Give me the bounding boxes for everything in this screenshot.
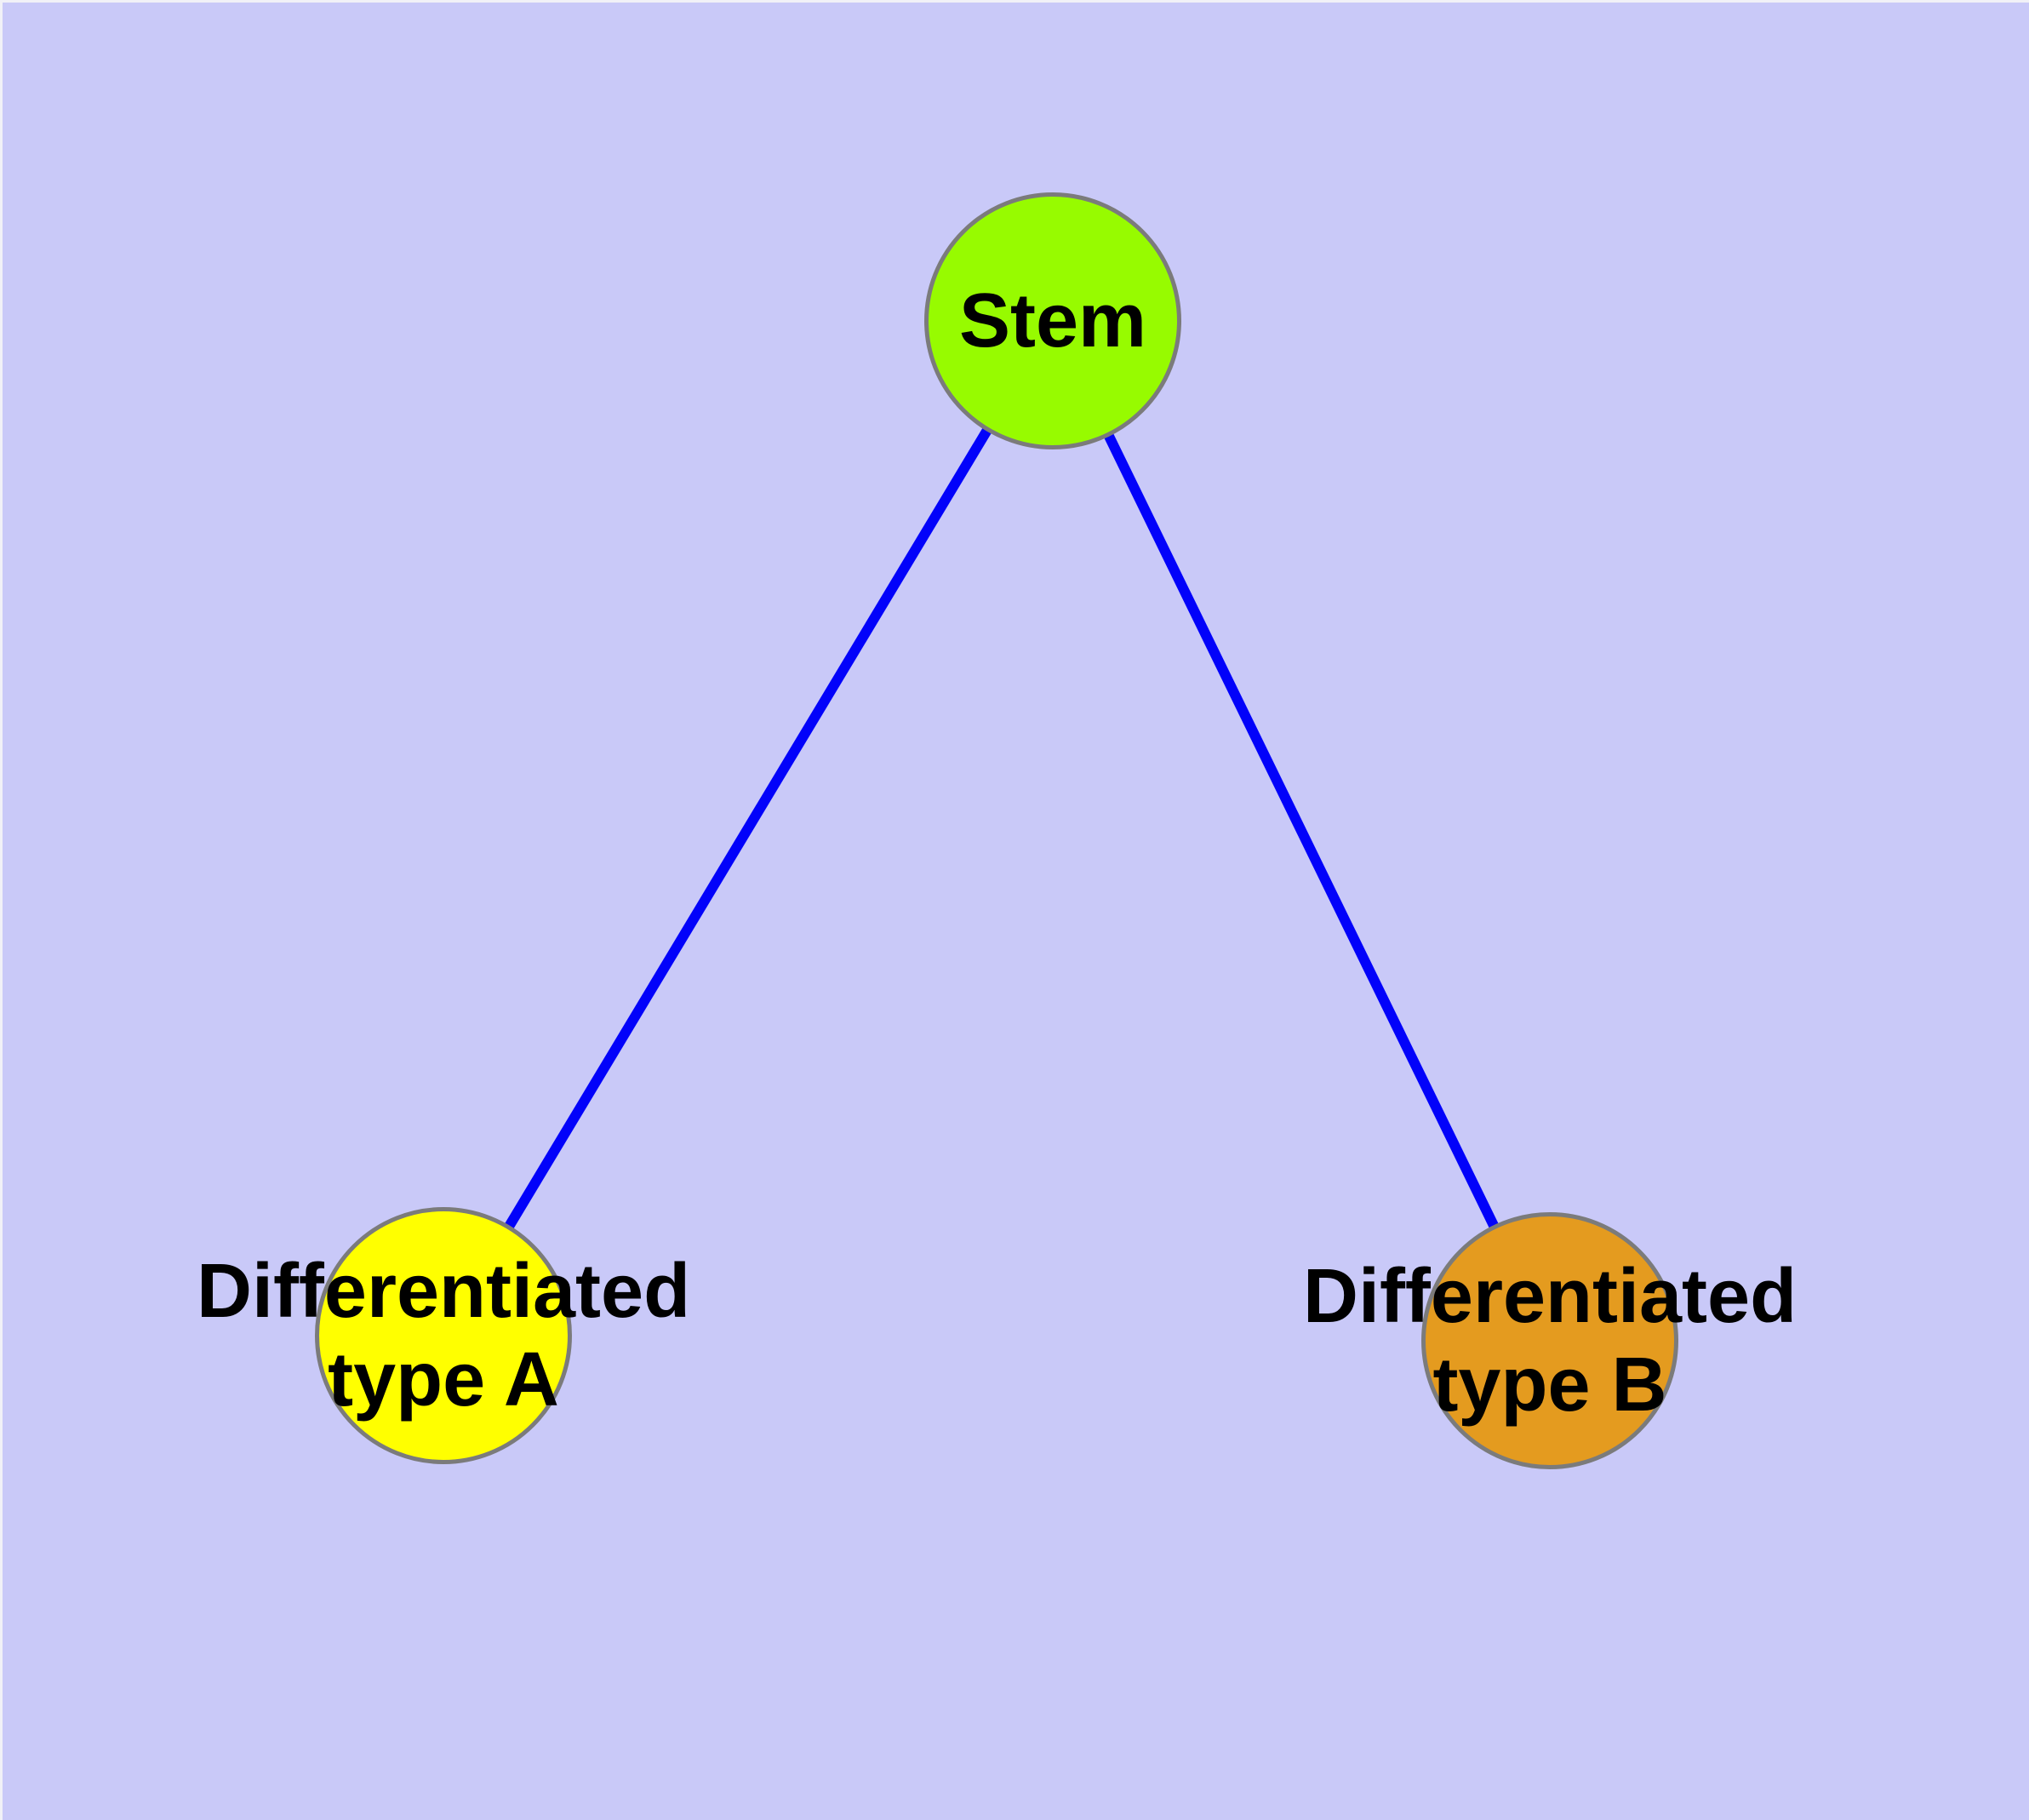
edge-stem-to-type-b xyxy=(1048,318,1555,1343)
node-type-a-label: Differentiated type A xyxy=(197,1247,690,1424)
edge-stem-to-type-a xyxy=(438,318,1058,1339)
node-type-b-label: Differentiated type B xyxy=(1303,1252,1797,1429)
node-type-b-label-line1: Differentiated xyxy=(1302,1254,1798,1339)
node-stem-label-text: Stem xyxy=(958,278,1147,363)
node-type-b-label-line2: type B xyxy=(1432,1342,1667,1428)
node-stem-label: Stem xyxy=(959,277,1146,365)
node-differentiated-type-a[interactable] xyxy=(315,1207,572,1464)
node-type-a-label-line1: Differentiated xyxy=(196,1249,691,1334)
node-differentiated-type-b[interactable] xyxy=(1421,1212,1678,1469)
node-stem[interactable] xyxy=(924,192,1181,449)
node-type-a-label-line2: type A xyxy=(328,1337,559,1422)
